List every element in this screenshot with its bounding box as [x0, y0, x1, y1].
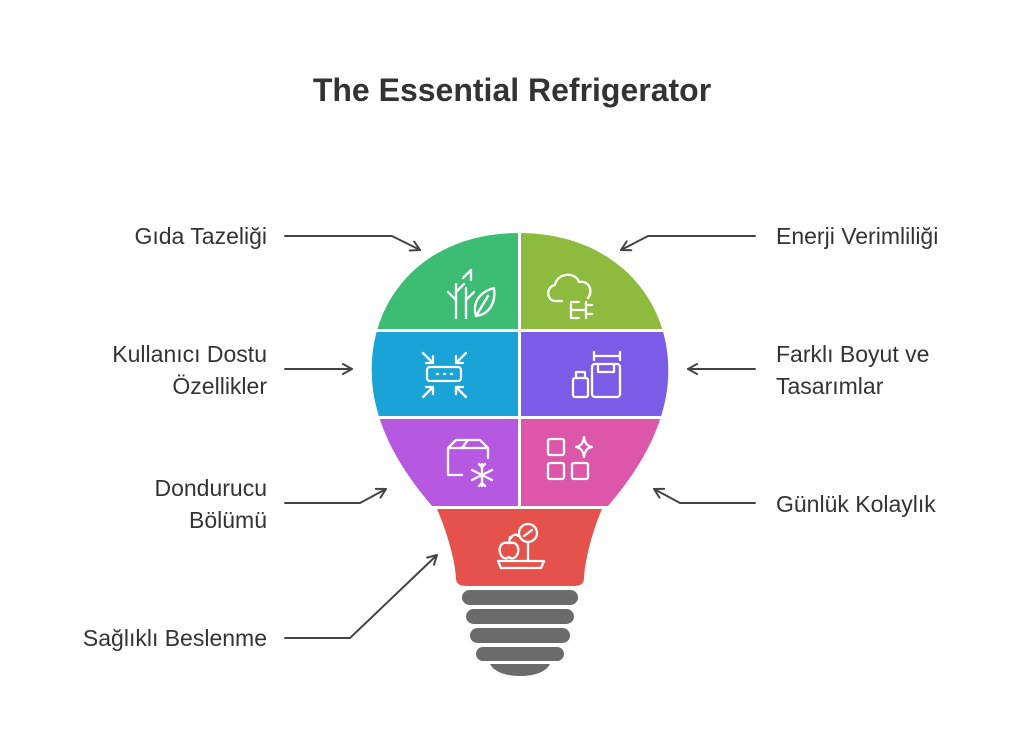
diagram-title: The Essential Refrigerator: [312, 72, 712, 108]
arrow-gunluk-kolaylik: [653, 487, 756, 504]
label-kullanici-dostu: Kullanıcı Dostu Özellikler: [112, 341, 267, 399]
segment-gunluk-kolaylik: [521, 419, 669, 506]
arrow-saglikli-beslenme: [284, 554, 438, 639]
size-containers-icon: [571, 350, 622, 399]
label-gunluk-kolaylik: Günlük Kolaylık: [776, 491, 936, 517]
apple-scale-icon: [496, 522, 546, 570]
label-saglikli-beslenme: Sağlıklı Beslenme: [82, 625, 267, 651]
segment-saglikli-beslenme: [437, 509, 602, 586]
segment-farkli-boyut: [521, 332, 669, 416]
compress-arrows-icon: [421, 351, 468, 399]
segment-gida-tazeligi: [371, 233, 518, 329]
segment-dondurucu: [371, 419, 518, 506]
label-farkli-boyut: Farklı Boyut ve Tasarımlar: [776, 341, 930, 399]
label-gida-tazeligi: Gıda Tazeliği: [134, 223, 267, 249]
segment-enerji-verimliligi: [521, 233, 669, 329]
arrow-enerji-verimliligi: [620, 235, 756, 252]
label-dondurucu: Dondurucu Bölümü: [154, 475, 267, 533]
plant-leaf-icon: [446, 268, 496, 320]
box-snowflake-icon: [446, 438, 494, 488]
label-enerji-verimliligi: Enerji Verimliliği: [776, 223, 939, 249]
bulb-base: [462, 590, 578, 676]
arrow-dondurucu: [284, 487, 387, 504]
arrow-gida-tazeligi: [284, 235, 421, 252]
cloud-plug-icon: [547, 273, 594, 320]
grid-sparkle-icon: [546, 435, 594, 481]
